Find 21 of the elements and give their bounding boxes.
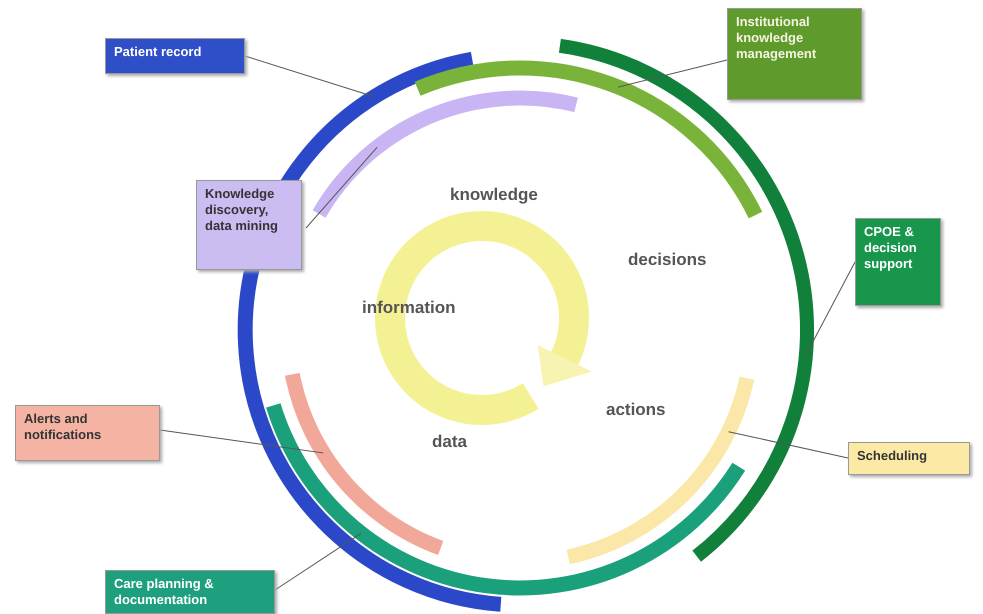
label-box: Patient record: [105, 38, 245, 74]
arc-band: [312, 90, 578, 218]
leader-line: [244, 56, 375, 98]
cycle-stage-label: data: [432, 432, 467, 452]
leader-line: [618, 60, 728, 88]
leader-line: [728, 431, 848, 458]
cycle-stage-label: knowledge: [450, 185, 538, 205]
label-box: Scheduling: [848, 442, 970, 475]
leader-line: [160, 430, 324, 454]
leader-line: [805, 262, 856, 356]
label-box: Institutional knowledge management: [727, 8, 862, 100]
leader-line: [274, 532, 362, 590]
arc-band: [415, 60, 762, 219]
cycle-stage-label: decisions: [628, 250, 706, 270]
arc-band: [266, 402, 745, 596]
label-box: Care planning & documentation: [105, 570, 275, 614]
label-box: CPOE & decision support: [855, 218, 941, 306]
label-box: Knowledge discovery, data mining: [196, 180, 302, 270]
label-box: Alerts and notifications: [15, 405, 160, 461]
cycle-stage-label: actions: [606, 400, 666, 420]
leader-line: [306, 146, 378, 228]
